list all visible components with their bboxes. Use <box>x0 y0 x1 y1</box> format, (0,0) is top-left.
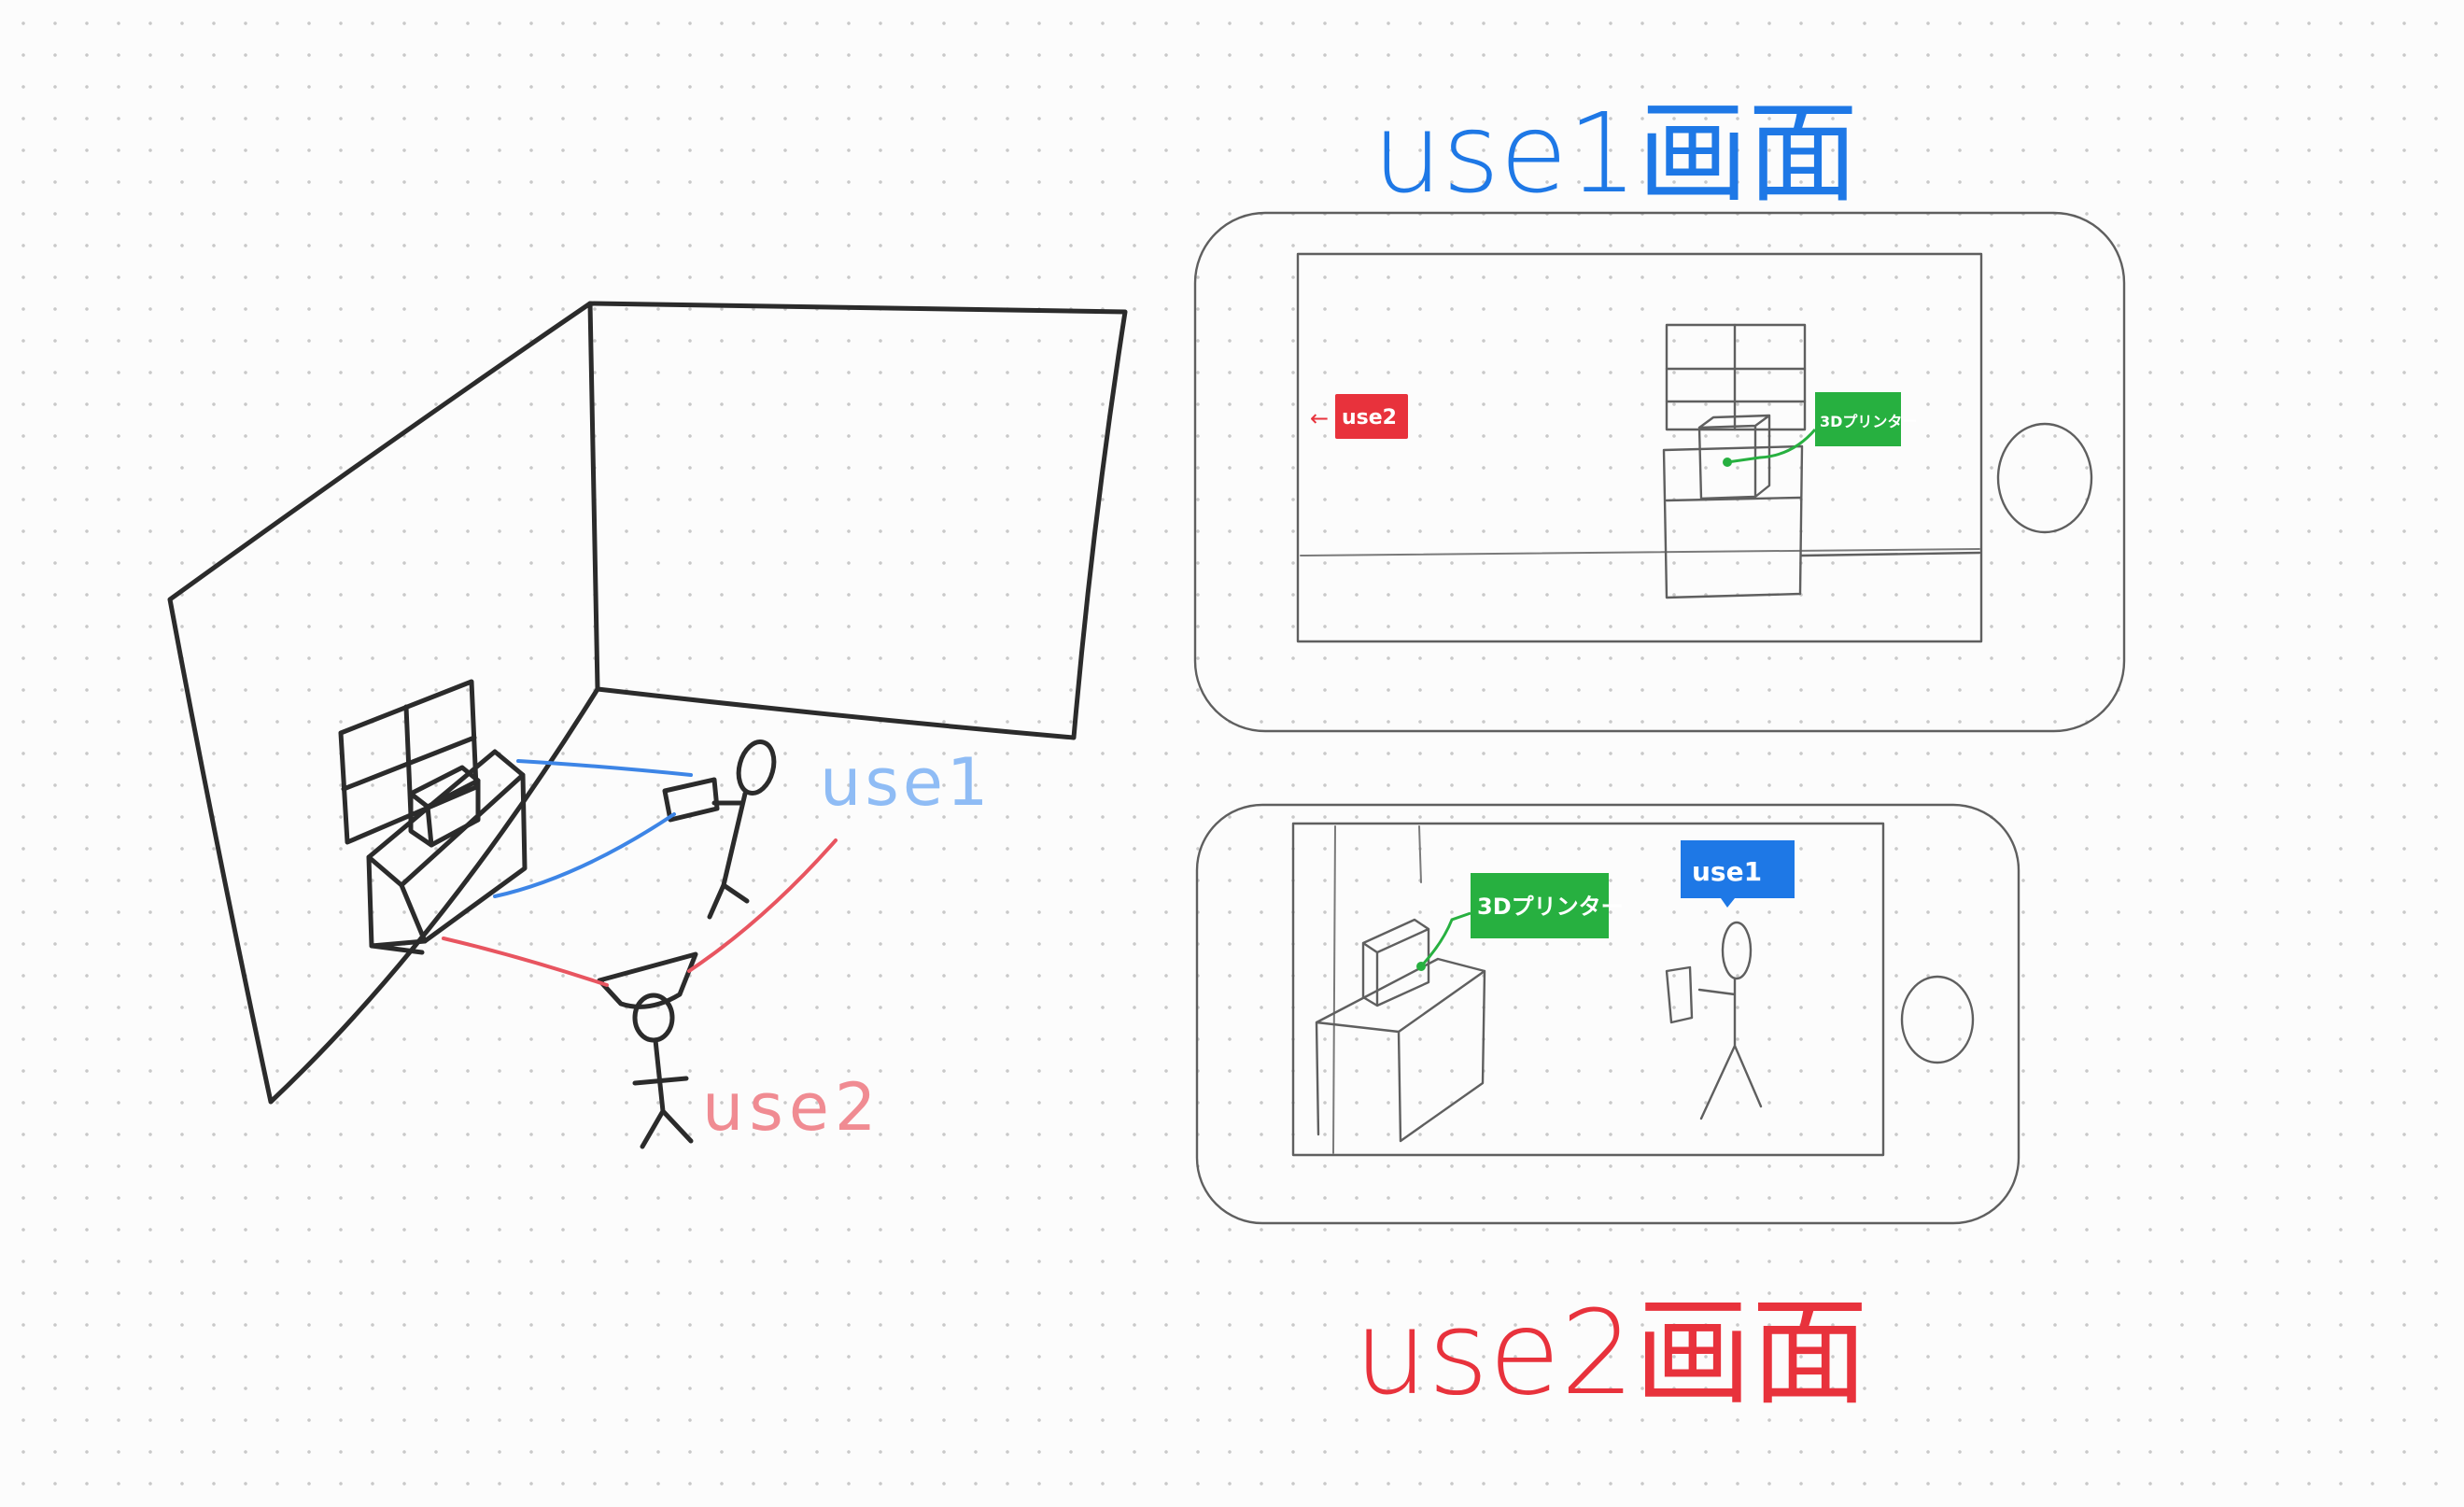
view-window-user1 <box>1665 323 1807 431</box>
room-back-wall <box>587 301 1128 740</box>
view-printer-user1 <box>1697 414 1771 500</box>
user2-figure <box>597 951 698 1149</box>
screen-user1: use1画面 use2 ← 3Dプリンター <box>1193 89 2126 733</box>
user2-tag-on-user1-screen[interactable]: use2 ← <box>1310 394 1408 439</box>
view-user1-figure <box>1665 921 1763 1120</box>
room-3d-printer <box>408 765 481 848</box>
user2-tag-label: use2 <box>1342 406 1397 430</box>
user1-figure <box>662 739 777 920</box>
room-user2-label: use2 <box>702 1069 881 1146</box>
view-desk-user1 <box>1662 444 1981 599</box>
printer-tag-label-2: 3Dプリンター <box>1477 894 1624 920</box>
room-sketch: use1 use2 <box>167 301 1128 1149</box>
phone-home-button-user2[interactable] <box>1900 975 1975 1064</box>
screen-user2-title: use2画面 <box>1354 1286 1868 1421</box>
printer-tag-on-user2-screen[interactable]: 3Dプリンター <box>1416 873 1624 971</box>
screen-user2: 3Dプリンター use1 use2画面 <box>1195 803 2020 1421</box>
room-side-wall <box>167 301 600 1105</box>
phone-frame-user1 <box>1193 211 2126 733</box>
view-desk-user2 <box>1315 957 1486 1143</box>
user1-tag-on-user2-screen[interactable]: use1 <box>1681 840 1795 908</box>
phone-frame-user2 <box>1195 803 2020 1225</box>
printer-tag-on-user1-screen[interactable]: 3Dプリンター <box>1723 392 1917 467</box>
user1-sight-lines <box>493 759 693 898</box>
room-desk <box>366 749 528 955</box>
user1-tag-label: use1 <box>1692 856 1762 887</box>
printer-tag-label: 3Dプリンター <box>1820 413 1917 430</box>
view-room-lines-user2 <box>1332 825 1422 1154</box>
phone-screen-user2 <box>1291 822 1885 1157</box>
screen-user1-title: use1画面 <box>1373 89 1858 218</box>
left-arrow-icon: ← <box>1310 405 1329 431</box>
room-user1-label: use1 <box>820 744 992 821</box>
user2-sight-lines <box>442 838 838 987</box>
printer-anchor-dot <box>1723 458 1732 467</box>
phone-screen-user1 <box>1296 252 1983 643</box>
phone-home-button-user1[interactable] <box>1996 422 2093 534</box>
printer-anchor-dot-2 <box>1416 962 1426 971</box>
view-printer-user2 <box>1361 918 1430 1007</box>
